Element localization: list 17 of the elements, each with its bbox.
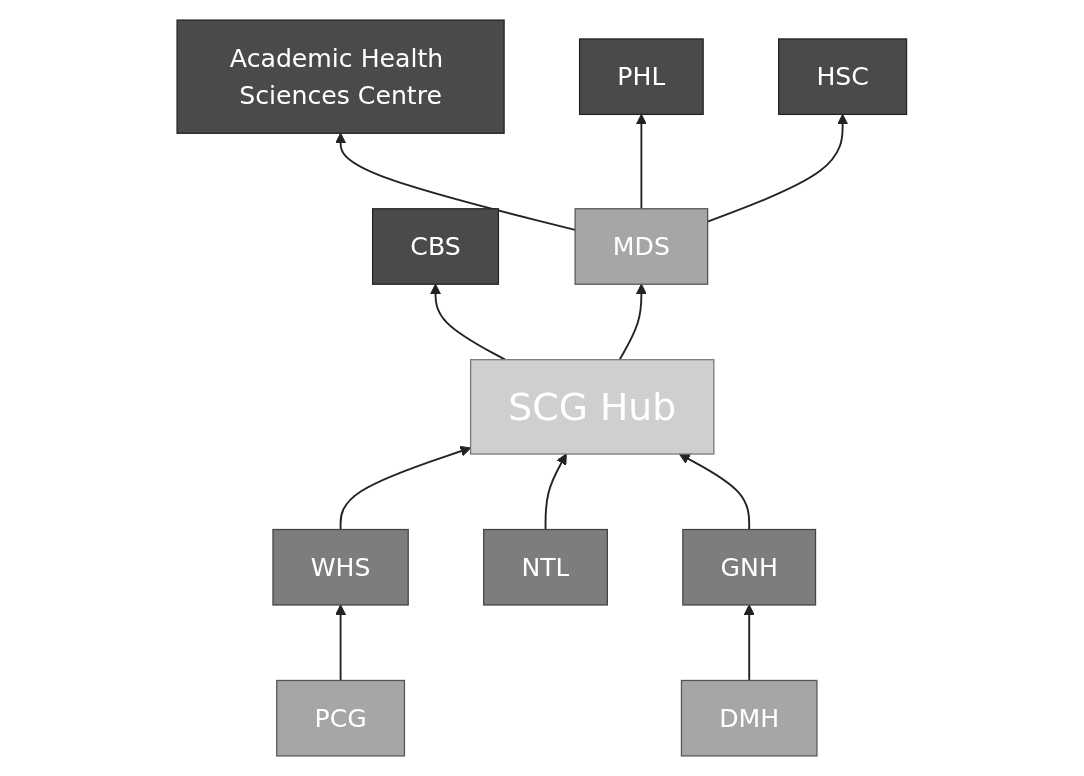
node-box: PCG [276,679,406,757]
arrow [636,113,648,210]
node-box: CBS [372,208,500,285]
node-box: PHL [579,38,704,116]
arrow [743,604,755,682]
node-box: NTL [483,528,609,606]
node-box: WHS [272,528,409,606]
arrow [618,283,648,361]
node-box: GNH [682,528,817,606]
arrow [544,453,567,531]
arrow [679,453,751,531]
arrow [335,604,347,682]
node-box: MDS [574,208,709,285]
node-box: DMH [681,679,818,757]
node-box: Academic Health Sciences Centre [176,19,505,134]
arrow [430,283,507,361]
node-box: HSC [778,38,908,116]
